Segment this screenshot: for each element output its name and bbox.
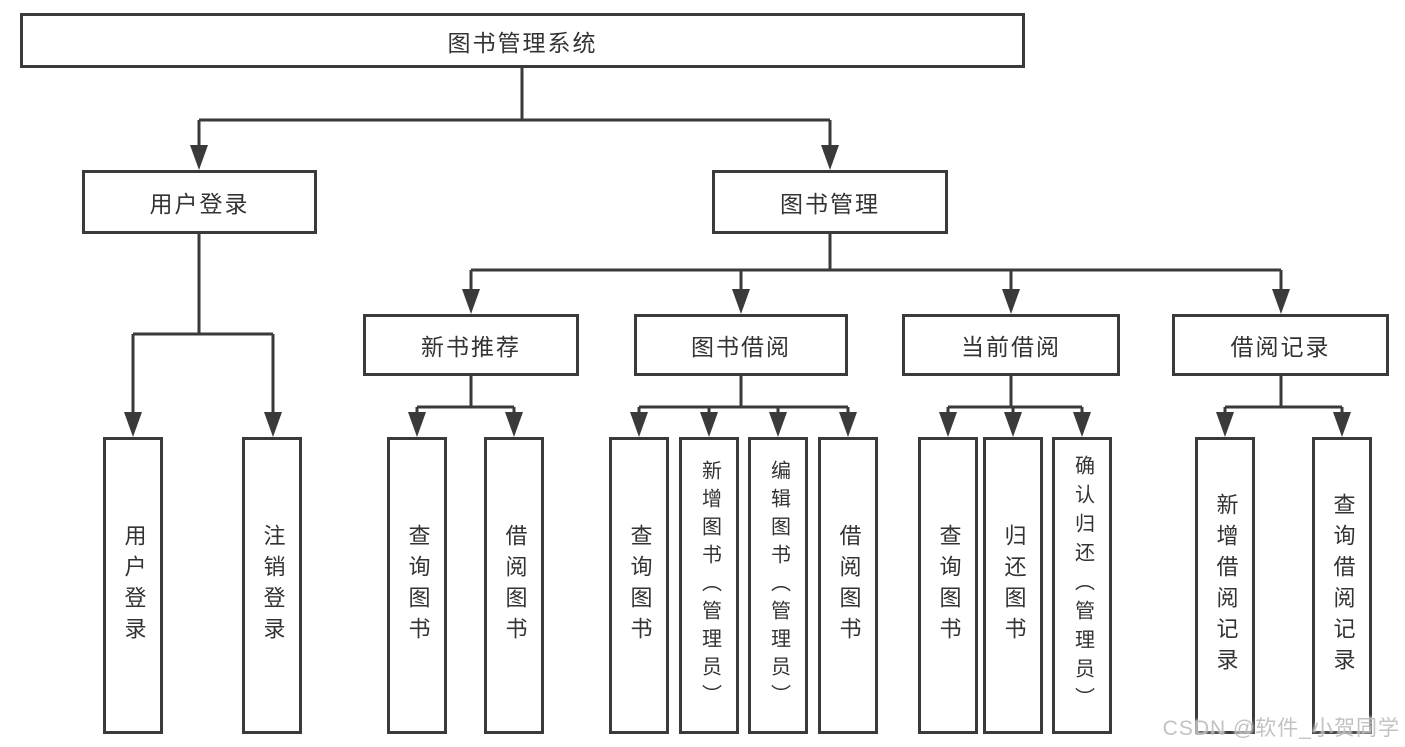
leaf-return-books-label: 归还图书 (1001, 523, 1027, 648)
leaf-add-book-admin-label: 新增图书（管理员） (698, 459, 721, 712)
leaf-edit-book-admin-label: 编辑图书（管理员） (767, 459, 790, 712)
leaf-query-books-2: 查询图书 (609, 437, 669, 734)
node-user-login: 用户登录 (82, 170, 317, 234)
node-new-book-recommendation: 新书推荐 (363, 314, 579, 376)
node-current-borrowing: 当前借阅 (902, 314, 1120, 376)
leaf-borrow-books-1-label: 借阅图书 (502, 523, 528, 648)
junction-borrowing-records (1223, 376, 1344, 414)
leaf-borrow-books-2: 借阅图书 (818, 437, 878, 734)
leaf-confirm-return-admin: 确认归还（管理员） (1052, 437, 1112, 734)
leaf-add-borrow-record: 新增借阅记录 (1195, 437, 1255, 734)
leaf-add-book-admin: 新增图书（管理员） (679, 437, 739, 734)
node-book-borrowing-label: 图书借阅 (691, 334, 791, 360)
node-book-management-label: 图书管理 (780, 191, 880, 217)
node-book-management: 图书管理 (712, 170, 948, 234)
leaf-query-books-3: 查询图书 (918, 437, 978, 734)
leaf-query-books-1-label: 查询图书 (405, 523, 431, 648)
leaf-add-borrow-record-label: 新增借阅记录 (1213, 492, 1239, 679)
leaf-return-books: 归还图书 (983, 437, 1043, 734)
leaf-user-login: 用户登录 (103, 437, 163, 734)
junction-book-borrowing (637, 376, 850, 414)
leaf-query-books-2-label: 查询图书 (627, 523, 653, 648)
leaf-logout-label: 注销登录 (260, 523, 286, 648)
leaf-confirm-return-admin-label: 确认归还（管理员） (1071, 455, 1094, 716)
leaf-query-books-3-label: 查询图书 (936, 523, 962, 648)
node-current-borrowing-label: 当前借阅 (961, 334, 1061, 360)
node-library-management-system: 图书管理系统 (20, 13, 1025, 68)
arrowheads (124, 145, 1351, 437)
leaf-edit-book-admin: 编辑图书（管理员） (748, 437, 808, 734)
leaf-borrow-books-2-label: 借阅图书 (836, 523, 862, 648)
junction-user-login (131, 234, 275, 414)
node-library-management-system-label: 图书管理系统 (447, 29, 598, 56)
junction-new-book-recommendation (415, 376, 516, 414)
node-borrowing-records: 借阅记录 (1172, 314, 1389, 376)
junction-root (197, 68, 832, 147)
watermark-text: CSDN @软件_小贺同学 (1162, 717, 1400, 740)
leaf-user-login-label: 用户登录 (121, 523, 147, 648)
node-borrowing-records-label: 借阅记录 (1230, 334, 1331, 360)
leaf-query-books-1: 查询图书 (387, 437, 447, 734)
leaf-borrow-books-1: 借阅图书 (484, 437, 544, 734)
node-book-borrowing: 图书借阅 (634, 314, 848, 376)
junction-current-borrowing (946, 376, 1084, 414)
junction-book-management (469, 234, 1283, 291)
leaf-query-borrow-record-label: 查询借阅记录 (1330, 492, 1356, 679)
leaf-query-borrow-record: 查询借阅记录 (1312, 437, 1372, 734)
node-user-login-label: 用户登录 (149, 191, 250, 217)
leaf-logout: 注销登录 (242, 437, 302, 734)
node-new-book-recommendation-label: 新书推荐 (421, 334, 521, 360)
